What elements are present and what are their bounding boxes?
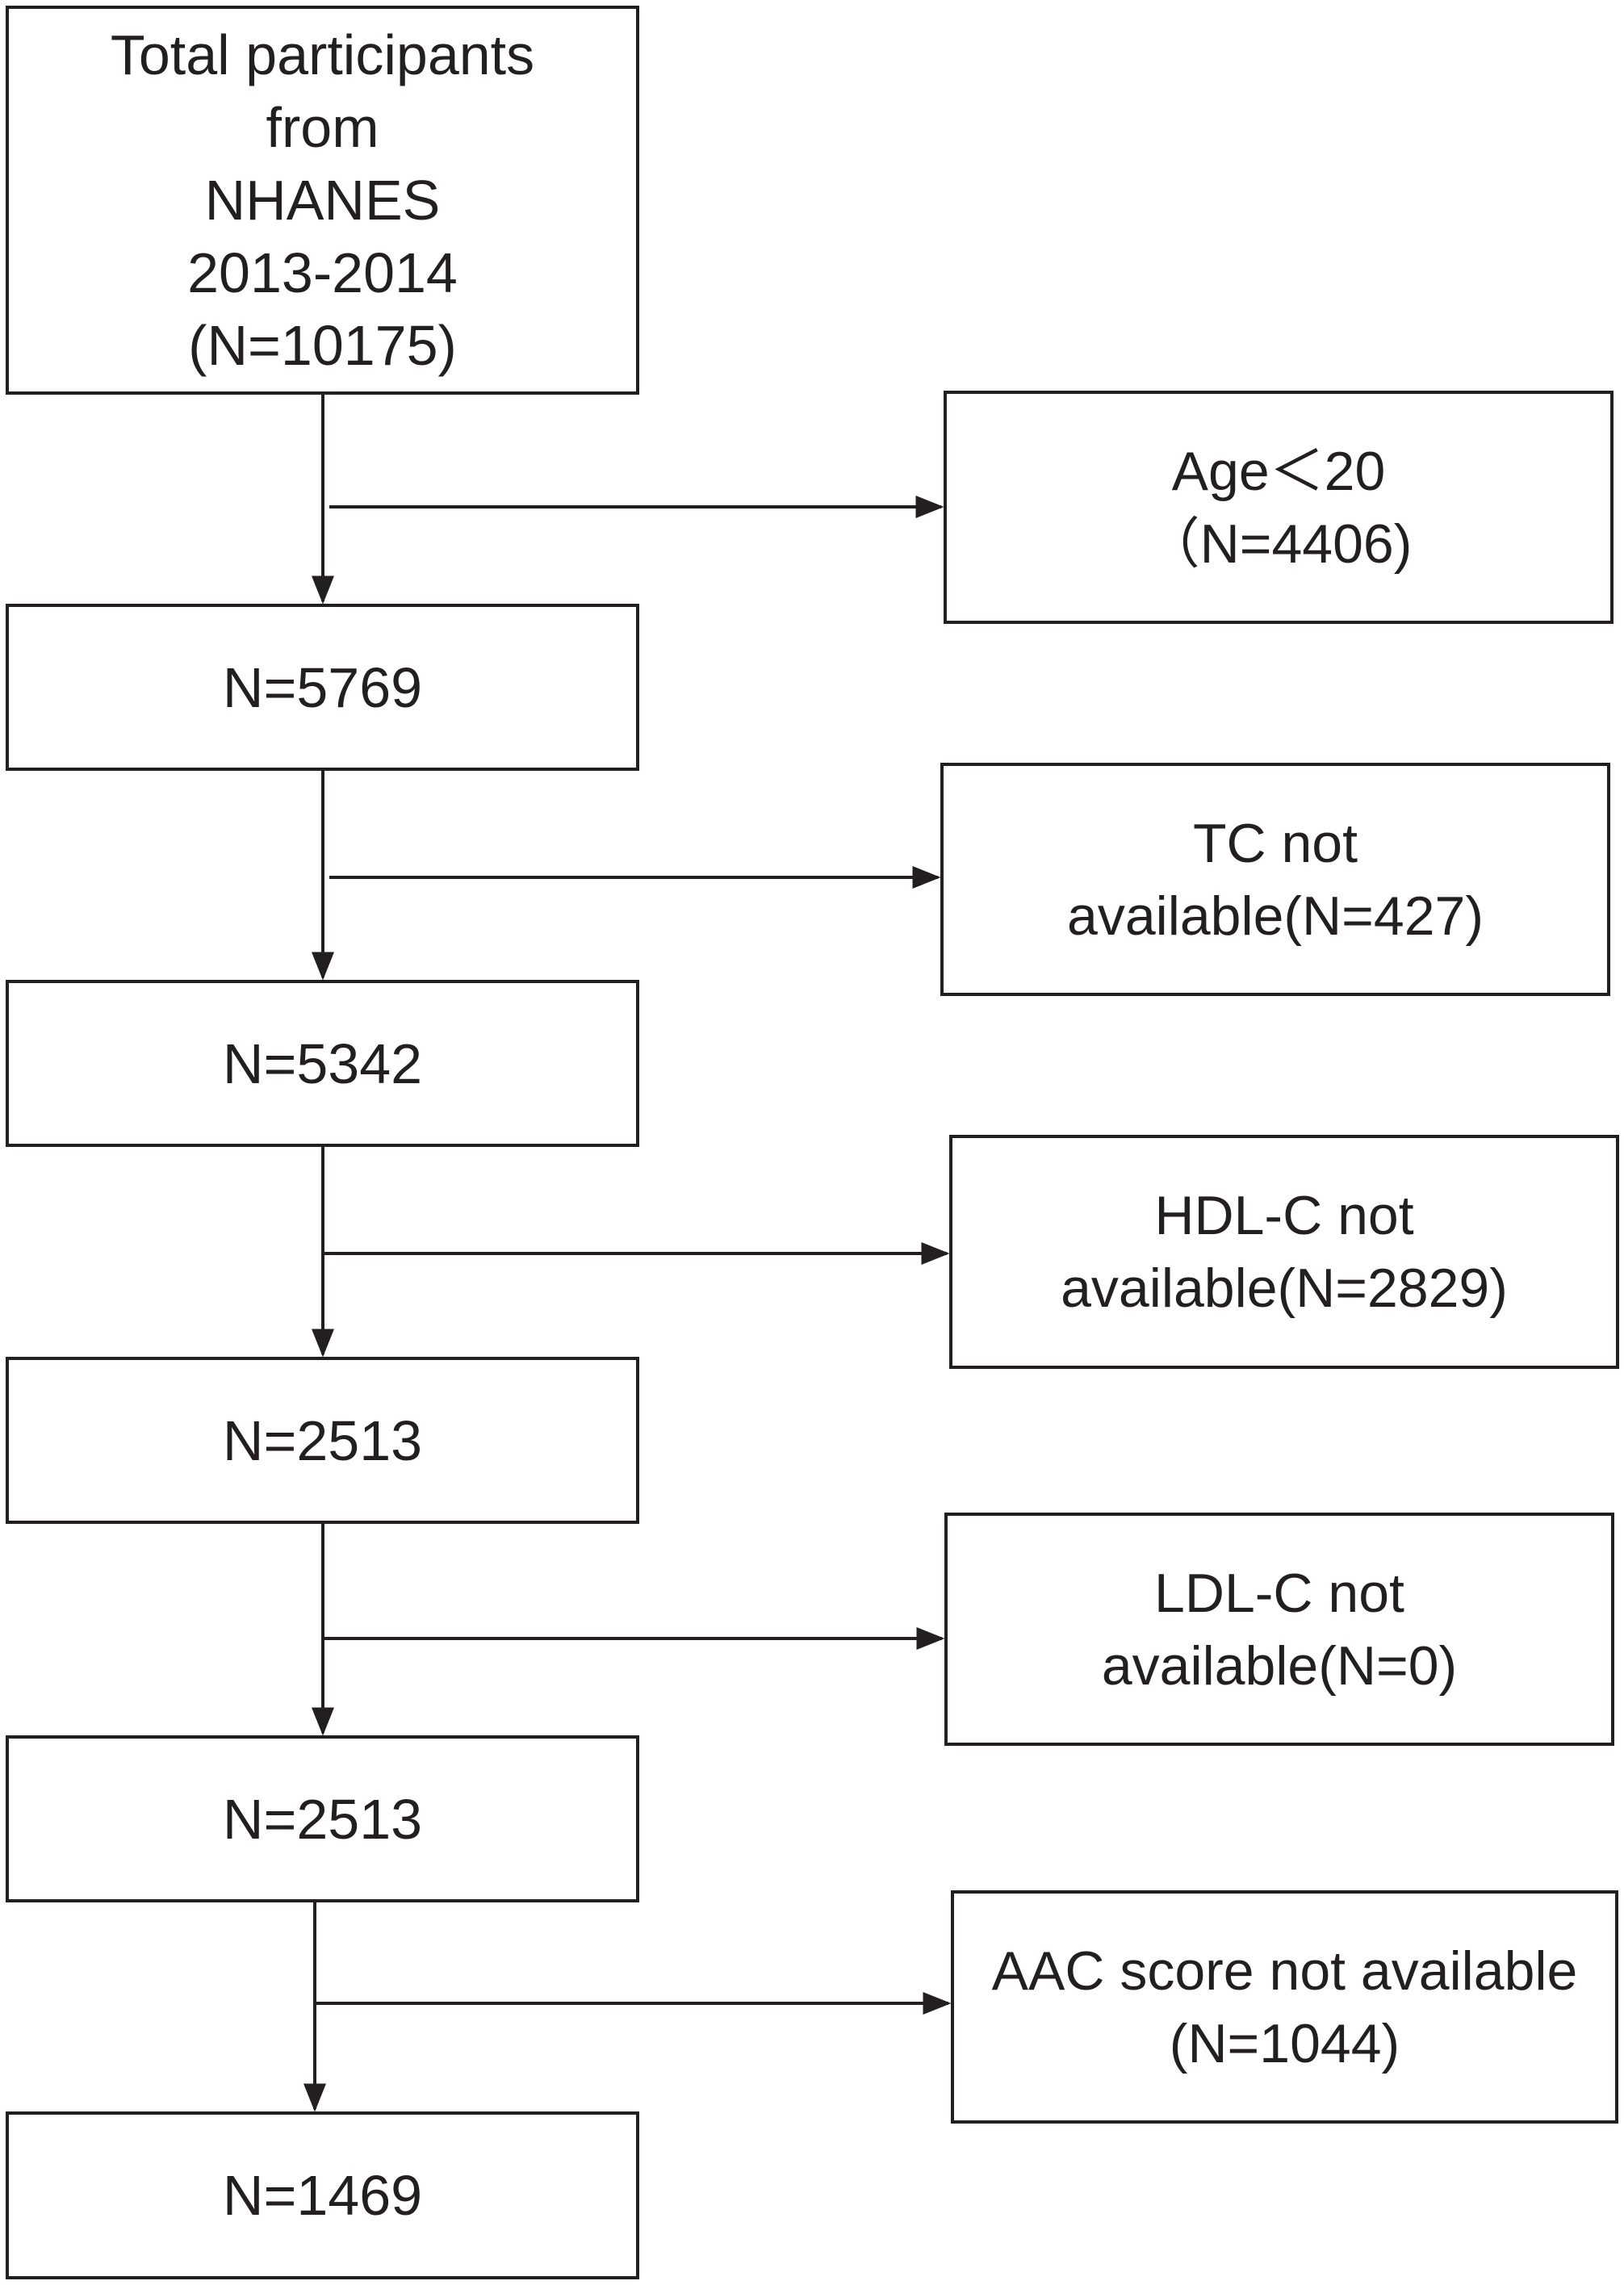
excl-box-age: Age＜20 （N=4406) bbox=[944, 391, 1614, 624]
excl-box-ldl-line-1: LDL-C not bbox=[1154, 1562, 1404, 1624]
box-total-line-3: NHANES bbox=[204, 169, 441, 232]
box-n-2513-b: N=2513 bbox=[6, 1735, 639, 1902]
box-n-5769: N=5769 bbox=[6, 604, 639, 771]
excl-box-tc-line-1: TC not bbox=[1192, 812, 1358, 874]
box-n-2513-b-text: N=2513 bbox=[222, 1787, 423, 1851]
excl-box-aac: AAC score not available (N=1044) bbox=[951, 1890, 1618, 2124]
box-n-5769-text: N=5769 bbox=[222, 655, 423, 719]
box-n-2513-a-text: N=2513 bbox=[222, 1408, 423, 1472]
excl-box-hdl-line-1: HDL-C not bbox=[1154, 1185, 1414, 1246]
excl-box-age-line-1: Age＜20 bbox=[1171, 440, 1386, 502]
box-n-2513-a: N=2513 bbox=[6, 1357, 639, 1524]
excl-box-hdl-line-2: available(N=2829) bbox=[1061, 1258, 1508, 1319]
excl-box-aac-line-2: (N=1044) bbox=[1169, 2012, 1400, 2074]
box-total-line-2: from bbox=[266, 96, 379, 159]
box-total-participants: Total participants from NHANES 2013-2014… bbox=[6, 6, 639, 395]
box-n-5342-text: N=5342 bbox=[222, 1032, 423, 1095]
box-total-line-1: Total participants bbox=[110, 23, 535, 86]
excl-box-tc-line-2: available(N=427) bbox=[1067, 885, 1484, 947]
box-total-line-5: (N=10175) bbox=[188, 314, 457, 377]
excl-box-tc: TC not available(N=427) bbox=[940, 763, 1610, 996]
box-n-1469-text: N=1469 bbox=[222, 2164, 423, 2227]
box-n-5342: N=5342 bbox=[6, 980, 639, 1147]
excl-box-hdl: HDL-C not available(N=2829) bbox=[949, 1135, 1619, 1369]
box-n-1469: N=1469 bbox=[6, 2111, 639, 2279]
excl-box-ldl: LDL-C not available(N=0) bbox=[944, 1513, 1614, 1746]
box-total-line-4: 2013-2014 bbox=[187, 241, 458, 304]
excl-box-aac-line-1: AAC score not available bbox=[991, 1940, 1578, 2002]
excl-box-ldl-line-2: available(N=0) bbox=[1101, 1634, 1458, 1697]
excl-box-age-line-2: （N=4406) bbox=[1145, 513, 1413, 575]
